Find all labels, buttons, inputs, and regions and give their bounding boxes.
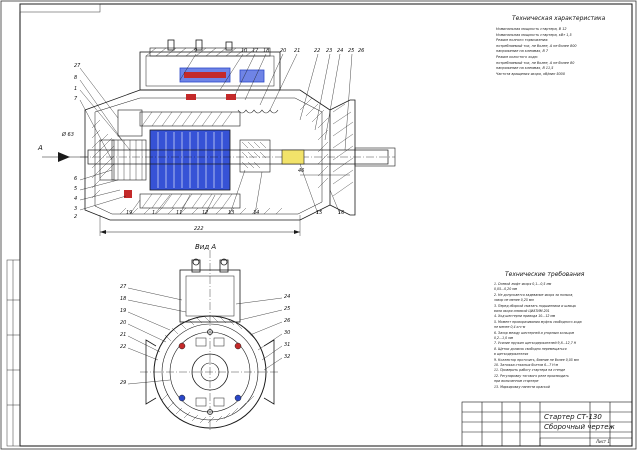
tech-requirement-line: вала якоря смазкой ЦИАТИМ-201: [494, 309, 550, 313]
part-number-callout: 18: [120, 296, 127, 302]
part-number-callout: 11: [176, 210, 183, 216]
left-margin-strip: [6, 259, 21, 447]
dimension-diameter: Ø 63: [62, 132, 74, 138]
part-number-callout: 7: [74, 96, 78, 102]
part-number-callout: 5: [74, 186, 78, 192]
dimension-offset: 46: [298, 168, 305, 174]
tech-requirement-line: 6. Зазор между шестерней и упорным кольц…: [494, 330, 575, 335]
part-number-callout: 26: [284, 318, 291, 324]
part-number-callout: 17: [252, 48, 259, 54]
part-number-callout: 26: [358, 48, 365, 54]
part-number-callout: 24: [284, 294, 291, 300]
title-block-name-line2: Сборочный чертеж: [544, 423, 615, 431]
part-number-callout: 16: [338, 210, 345, 216]
part-number-callout: 29: [120, 380, 127, 386]
part-number-callout: 19: [126, 210, 133, 216]
tech-requirement-line: 7. Усилие пружин щеткодержателей 9,8...1…: [494, 341, 577, 346]
tech-requirement-line: 11. Проверить работу стартера на стенде: [494, 368, 566, 373]
view-label: Вид А: [195, 243, 217, 251]
tech-requirement-line: 8. Щетки должны свободно перемещаться: [494, 346, 567, 351]
part-number-callout: 27: [120, 284, 127, 290]
part-number-callout: 1: [74, 86, 78, 92]
dimension-length: 222: [194, 226, 204, 232]
tech-characteristic-line: потребляемый ток, не более, А не более 8…: [496, 43, 577, 48]
tech-characteristic-line: потребляемый ток, не более, А не более 8…: [496, 60, 575, 65]
part-number-callout: 20: [280, 48, 287, 54]
tech-characteristic-line: Номинальная мощность стартера, кВт 1,5: [496, 32, 572, 37]
part-number-callout: 27: [74, 63, 81, 69]
tech-requirement-line: зазор не менее 0,25 мм: [494, 298, 534, 303]
part-number-callout: 25: [284, 306, 291, 312]
part-number-callout: 14: [253, 210, 260, 216]
title-block: [461, 401, 633, 447]
part-number-callout: 24: [337, 48, 344, 54]
top-left-stamp: [19, 3, 101, 13]
tech-characteristic-line: Частота вращения якоря, об/мин 5000: [496, 71, 565, 76]
part-number-callout: 15: [316, 210, 323, 216]
tech-requirement-line: 0,2...1,0 мм: [494, 336, 514, 340]
part-number-callout: 1: [152, 210, 156, 216]
part-number-callout: 31: [284, 342, 291, 348]
tech-requirement-line: в щеткодержателях: [494, 352, 529, 357]
part-number-callout: 2: [74, 214, 78, 220]
part-number-callout: 23: [326, 48, 333, 54]
tech-requirement-line: 10. Затяжка стяжных болтов 6...7 Н·м: [494, 363, 559, 367]
tech-requirement-line: 2. Не допускается задевание якоря за пол…: [494, 292, 574, 297]
starter-section-view: [42, 39, 396, 236]
tech-requirement-line: 5. Момент проворачивания муфты свободног…: [494, 319, 582, 324]
part-number-callout: 22: [120, 344, 127, 350]
part-number-callout: 8: [74, 75, 78, 81]
inner-frame: [19, 3, 633, 447]
part-number-callout: 18: [263, 48, 270, 54]
tech-requirement-line: 12. Регулировку тягового реле производит…: [494, 373, 569, 378]
part-number-callout: 19: [120, 308, 127, 314]
tech-requirement-line: 4. Ход шестерни привода 10...12 мм: [494, 314, 556, 319]
view-a-end-view: [127, 250, 283, 432]
tech-requirement-line: 3. Перед сборкой смазать подшипники и шл…: [494, 303, 577, 308]
part-number-callout: 20: [120, 320, 127, 326]
tech-requirement-line: не менее 0,4 кгс·м: [494, 325, 526, 330]
part-number-callout: 21: [120, 332, 127, 338]
title-block-name-line1: Стартер СТ-130: [544, 413, 602, 421]
tech-requirements-title: Технические требования: [505, 271, 585, 278]
part-number-callout: 22: [314, 48, 321, 54]
tech-requirement-line: 0,05...0,20 мм: [494, 287, 518, 292]
tech-characteristic-line: напряжение на клеммах, В 7: [496, 49, 549, 54]
tech-characteristic-line: напряжение на клеммах, В 11,5: [496, 66, 554, 71]
tech-requirement-line: 13. Маркировку нанести краской: [494, 384, 550, 389]
tech-characteristic-line: Режим холостого хода:: [496, 55, 538, 59]
tech-characteristic-line: Номинальная мощность стартера, В 12: [496, 27, 567, 31]
part-number-callout: 6: [74, 176, 78, 182]
title-block-sheet: Лист 1: [596, 439, 610, 444]
part-number-callout: 25: [348, 48, 355, 54]
part-number-callout: 4: [74, 196, 78, 202]
part-number-callout: 10: [241, 48, 248, 54]
tech-requirement-line: 9. Коллектор проточить, биение не более …: [494, 357, 579, 362]
tech-requirement-line: 1. Осевой люфт якоря 0,1...0,5 мм: [494, 282, 552, 286]
part-number-callout: 32: [284, 354, 291, 360]
part-number-callout: 9: [194, 48, 198, 54]
tech-characteristic-line: Режим полного торможения:: [496, 38, 549, 43]
part-number-callout: 3: [74, 206, 78, 212]
part-number-callout: 12: [202, 210, 209, 216]
arrow-label: А: [38, 144, 43, 152]
part-number-callout: 21: [294, 48, 301, 54]
part-number-callout: 13: [228, 210, 235, 216]
tech-requirement-line: при включенном стартере: [494, 379, 539, 384]
tech-characteristics-title: Техническая характеристика: [512, 15, 606, 22]
part-number-callout: 30: [284, 330, 291, 336]
